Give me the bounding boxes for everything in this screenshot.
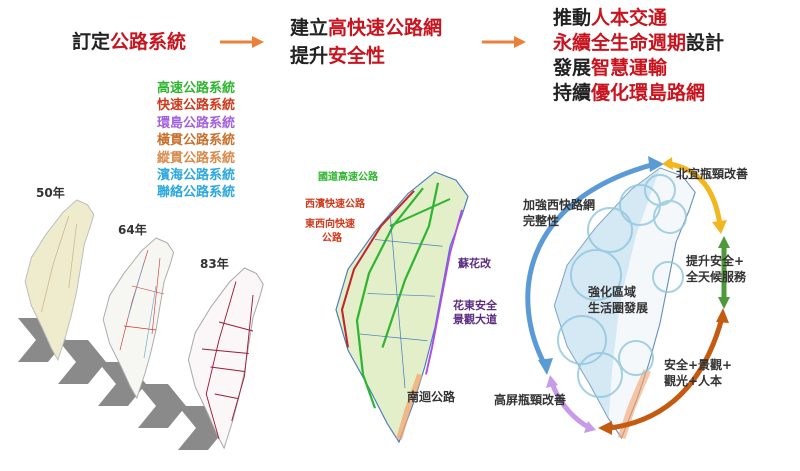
legend-item: 環島公路系統 xyxy=(157,115,236,131)
legend-item: 縱貫公路系統 xyxy=(157,150,236,166)
stage3-line2-highlight: 永續全生命週期 xyxy=(553,32,687,54)
map-future-vision xyxy=(553,167,697,439)
legend-item: 橫貫公路系統 xyxy=(157,133,236,149)
legend-item: 高速公路系統 xyxy=(157,81,236,96)
stage3-line3-highlight: 智慧運輸 xyxy=(591,57,668,79)
label-east-west-expressway-1: 東西向快速 xyxy=(305,219,355,230)
label-huadong-1: 花東安全 xyxy=(453,299,497,312)
arc-yellow-north xyxy=(662,157,727,234)
stage3-line4: 持續優化環島路網 xyxy=(553,81,705,106)
label-west-1: 加強西快路網 xyxy=(523,198,596,212)
label-freeway: 國道高速公路 xyxy=(318,172,378,183)
label-east-2: 全天候服務 xyxy=(686,270,747,284)
stage3-line4-highlight: 優化環島路網 xyxy=(591,82,706,104)
map-year-50 xyxy=(24,199,95,361)
stage3-line2-suffix: 設計 xyxy=(686,32,725,54)
legend-item: 快速公路系統 xyxy=(157,98,236,114)
stage2-line2: 提升安全性 xyxy=(290,44,385,69)
legend-item: 濱海公路系統 xyxy=(157,168,236,184)
legend-item: 聯絡公路系統 xyxy=(157,185,236,201)
flow-arrow-1 xyxy=(220,36,264,48)
map-year-83 xyxy=(187,267,264,449)
label-east-west-expressway-2: 公路 xyxy=(322,233,342,244)
arc-green-east xyxy=(718,236,730,309)
stage3-line4-prefix: 持續 xyxy=(553,82,592,104)
label-east-1: 提升安全+ xyxy=(686,254,745,268)
stage3-line1-highlight: 人本交通 xyxy=(591,7,668,29)
arc-blue-west xyxy=(525,156,664,375)
stage3-line2: 永續全生命週期設計 xyxy=(553,31,724,56)
stage2-line2-prefix: 提升 xyxy=(290,45,329,67)
stage1-prefix: 訂定 xyxy=(72,31,111,53)
stage2-line1: 建立高快速公路網 xyxy=(290,16,442,41)
map-year-64 xyxy=(102,237,175,399)
label-south-link: 南迴公路 xyxy=(407,390,456,404)
stage3-line1-prefix: 推動 xyxy=(553,7,592,29)
label-gaoping: 高屏瓶頸改善 xyxy=(494,393,567,407)
label-huadong-2: 景觀大道 xyxy=(453,313,497,326)
label-southeast-1: 安全+景觀+ xyxy=(664,358,733,372)
year-label-64: 64年 xyxy=(118,223,147,237)
map-highway-network xyxy=(335,171,469,443)
stage3-line3-prefix: 發展 xyxy=(553,57,592,79)
year-label-83: 83年 xyxy=(200,257,229,271)
arc-brown-southeast xyxy=(598,308,729,435)
stage2-line2-highlight: 安全性 xyxy=(328,45,386,67)
stage3-line1: 推動人本交通 xyxy=(553,6,667,31)
arc-purple-southwest xyxy=(546,375,596,433)
label-suhua: 蘇花改 xyxy=(458,257,491,270)
label-beiyi: 北宜瓶頸改善 xyxy=(676,167,749,181)
stage3-line3: 發展智慧運輸 xyxy=(553,56,667,81)
label-west-coast-expressway: 西濱快速公路 xyxy=(305,199,365,210)
stage1-text: 訂定公路系統 xyxy=(72,30,186,55)
label-southeast-2: 觀光+人本 xyxy=(664,374,723,388)
stage1-highlight: 公路系統 xyxy=(110,31,187,53)
flow-arrow-2 xyxy=(482,36,526,48)
label-regional-1: 強化區域 xyxy=(588,285,637,299)
road-system-legend: 高速公路系統 快速公路系統 環島公路系統 橫貫公路系統 縱貫公路系統 濱海公路系… xyxy=(157,80,235,202)
stage2-line1-prefix: 建立 xyxy=(290,17,329,39)
label-west-2: 完整性 xyxy=(523,214,560,228)
stage2-line1-highlight: 高快速公路網 xyxy=(328,17,443,39)
label-regional-2: 生活圈發展 xyxy=(588,301,649,315)
year-label-50: 50年 xyxy=(36,186,65,200)
